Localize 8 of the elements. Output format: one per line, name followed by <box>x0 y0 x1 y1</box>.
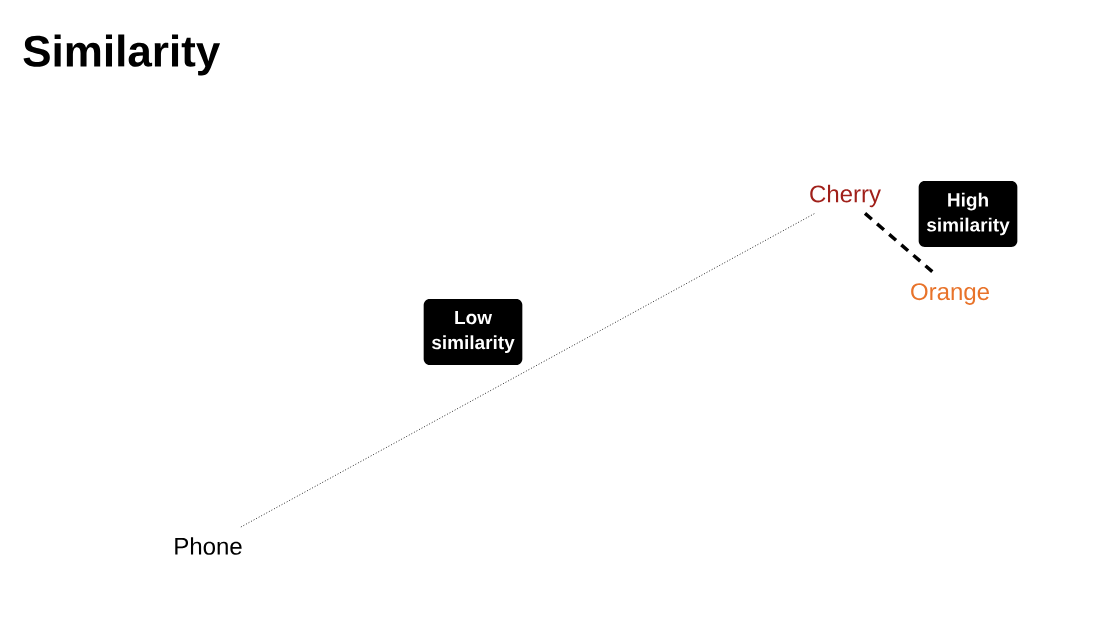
connector-line <box>863 212 935 275</box>
title: Similarity <box>23 34 221 76</box>
edge-label: Low similarity <box>423 299 523 365</box>
connector-line <box>240 212 816 528</box>
node-label: Phone <box>175 537 242 555</box>
node-label: Cherry <box>810 184 881 208</box>
node-label: Orange <box>911 283 989 305</box>
edge-label: High similarity <box>918 181 1018 247</box>
